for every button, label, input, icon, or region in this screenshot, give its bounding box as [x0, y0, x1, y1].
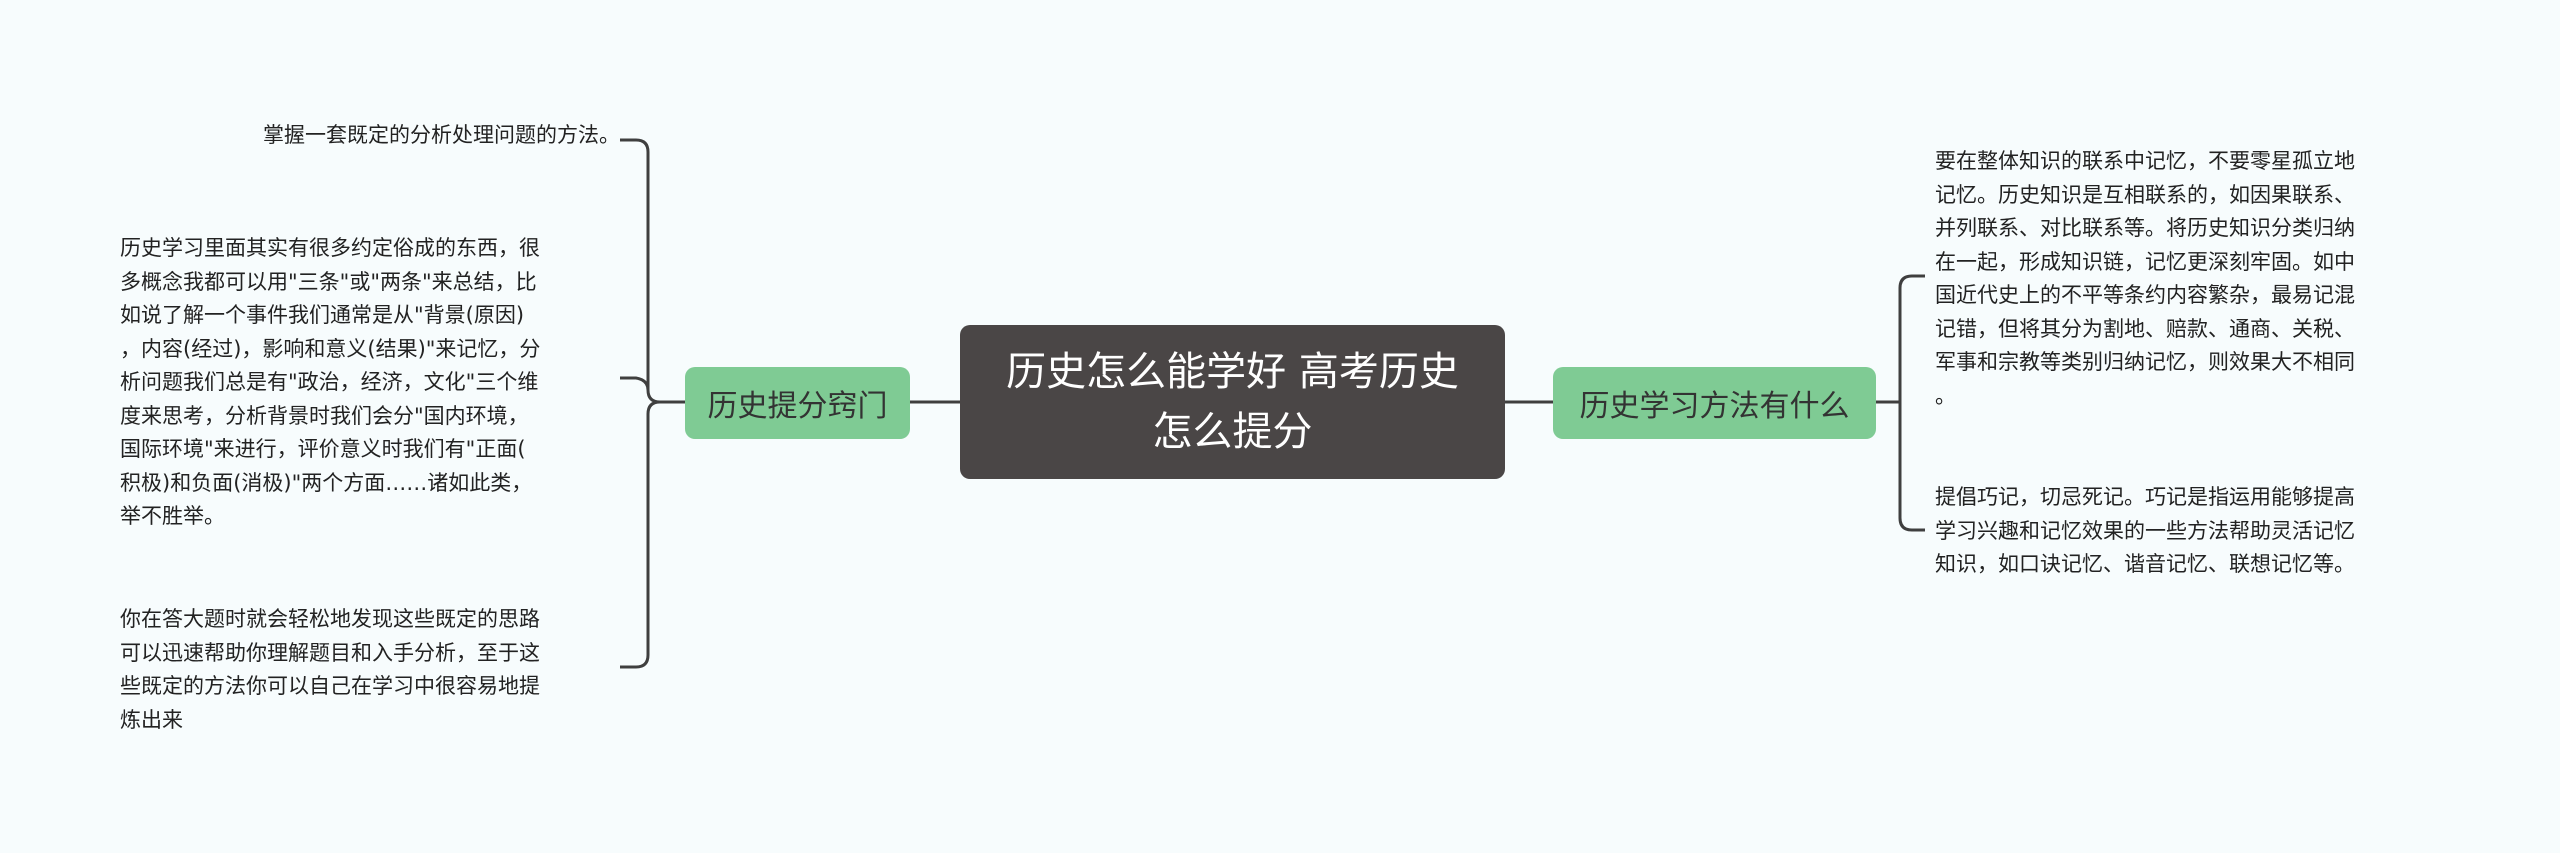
- branch-topic-label: 历史提分窍门: [707, 389, 888, 424]
- central-topic-label: 历史怎么能学好 高考历史 怎么提分: [1006, 349, 1459, 455]
- leaf-topic[interactable]: 你在答大题时就会轻松地发现这些既定的思路 可以迅速帮助你理解题目和入手分析，至于…: [120, 607, 540, 732]
- branch-topic-label: 历史学习方法有什么: [1579, 389, 1850, 424]
- central-topic[interactable]: 历史怎么能学好 高考历史 怎么提分: [960, 325, 1505, 479]
- branch-topic-left[interactable]: 历史提分窍门: [685, 367, 910, 439]
- connector-left-bracket: [620, 138, 685, 669]
- leaf-topic[interactable]: 提倡巧记，切忌死记。巧记是指运用能够提高 学习兴趣和记忆效果的一些方法帮助灵活记…: [1935, 485, 2355, 576]
- leaf-topic[interactable]: 要在整体知识的联系中记忆，不要零星孤立地 记忆。历史知识是互相联系的，如因果联系…: [1935, 149, 2355, 408]
- leaf-topic[interactable]: 历史学习里面其实有很多约定俗成的东西，很 多概念我都可以用"三条"或"两条"来总…: [120, 236, 541, 528]
- branch-topic-right[interactable]: 历史学习方法有什么: [1553, 367, 1876, 439]
- leaf-topic[interactable]: 掌握一套既定的分析处理问题的方法。: [263, 123, 620, 147]
- connector-right-bracket: [1876, 274, 1925, 532]
